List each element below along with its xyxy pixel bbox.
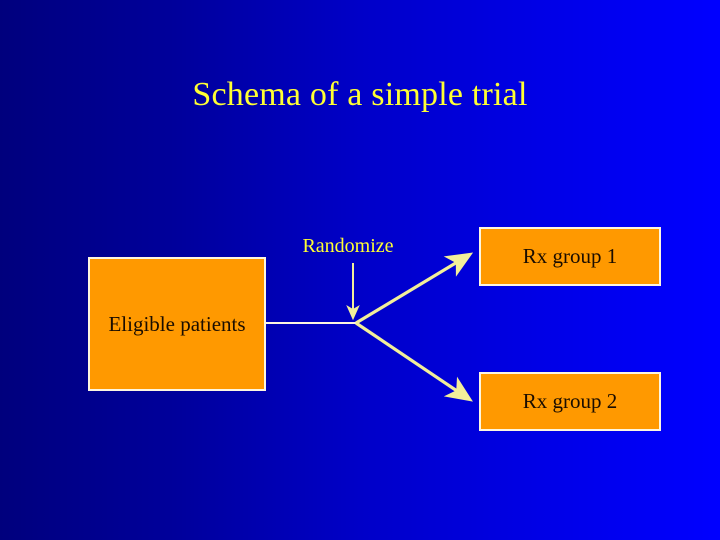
arrow-split-to-rx1 (355, 252, 474, 325)
arrow-split-to-rx2 (355, 321, 473, 402)
node-eligible-patients-label: Eligible patients (108, 311, 246, 336)
node-rx-group-2-label: Rx group 2 (522, 389, 618, 413)
node-rx-group-1-label: Rx group 1 (522, 244, 618, 268)
node-eligible-patients: Eligible patients (88, 257, 266, 391)
node-rx-group-1: Rx group 1 (479, 227, 661, 286)
page-title: Schema of a simple trial (192, 76, 528, 113)
randomize-annotation: Randomize (302, 235, 394, 257)
node-rx-group-2: Rx group 2 (479, 372, 661, 431)
